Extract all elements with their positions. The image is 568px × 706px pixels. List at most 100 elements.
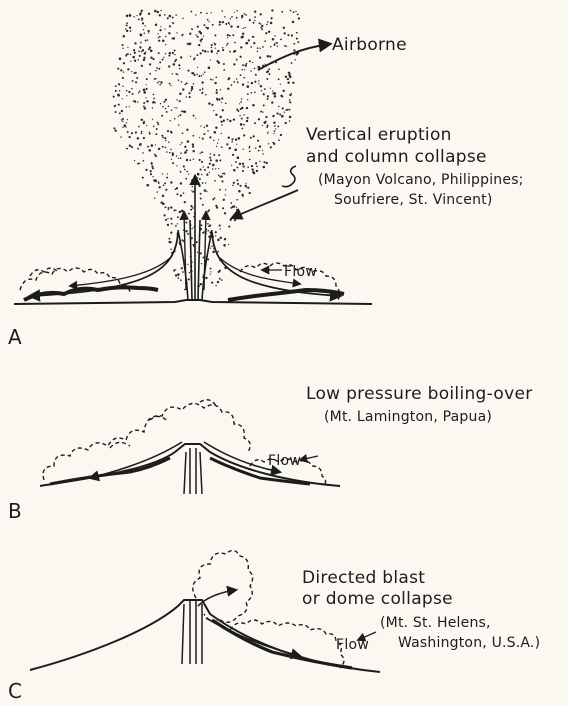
ash-dot [293, 49, 295, 51]
ash-dot [218, 154, 220, 156]
ash-dot [215, 47, 216, 48]
ash-dot [122, 77, 124, 79]
ash-dot [179, 114, 181, 116]
ash-dot [146, 78, 148, 80]
ash-dot [127, 53, 129, 55]
ash-dot [218, 61, 220, 63]
ash-dot [217, 251, 219, 253]
ash-dot [141, 65, 143, 67]
ash-dot [237, 26, 239, 28]
ash-dot [240, 108, 242, 110]
ash-dot [127, 131, 129, 133]
ash-dot [134, 52, 136, 54]
ash-dot [276, 42, 278, 44]
ash-dot [195, 118, 196, 119]
ash-dot [195, 34, 196, 35]
ash-dot [189, 159, 191, 161]
ash-dot [180, 194, 182, 196]
ash-dot [201, 41, 202, 42]
ash-dot [251, 168, 253, 170]
ash-dot [260, 23, 261, 24]
ash-dot [214, 180, 216, 182]
ash-dot [125, 28, 126, 29]
ash-dot [277, 125, 279, 127]
ash-dot [175, 225, 177, 227]
ash-dot [132, 56, 135, 59]
ash-dot [231, 84, 233, 86]
ash-dot [229, 35, 231, 37]
ash-dot [190, 90, 192, 92]
ash-dot [136, 77, 138, 79]
ash-dot [196, 54, 198, 56]
ash-dot [267, 95, 269, 97]
ash-dot [216, 99, 218, 101]
ash-dot [181, 110, 183, 112]
ash-dot [145, 97, 146, 98]
ash-dot [173, 269, 175, 271]
ash-dot [239, 163, 241, 165]
ash-dot [223, 120, 225, 122]
ash-dot [254, 91, 256, 93]
ash-dot [220, 89, 221, 90]
ash-dot [200, 12, 202, 14]
ash-dot [254, 122, 256, 124]
ash-dot [219, 225, 221, 227]
ash-dot [166, 177, 168, 179]
ash-dot [210, 78, 212, 80]
ash-dot [141, 119, 143, 121]
ash-dot [261, 90, 262, 91]
ash-dot [172, 16, 174, 18]
ash-dot [143, 59, 145, 61]
ash-dot [208, 225, 210, 227]
ash-dot [176, 155, 178, 157]
ash-dot [262, 111, 263, 112]
ash-dot [236, 144, 237, 145]
ash-dot [200, 197, 202, 199]
ash-dot [129, 144, 131, 146]
ash-dot [188, 278, 190, 280]
ash-dot [225, 189, 226, 190]
ash-dot [160, 103, 161, 104]
ash-dot [197, 36, 198, 37]
ash-dot [241, 98, 242, 99]
ash-dot [289, 116, 292, 119]
ash-dot [285, 122, 287, 124]
ash-dot [192, 72, 194, 74]
ash-dot [176, 193, 178, 195]
ash-dot [141, 10, 143, 12]
ash-dot [262, 46, 264, 48]
ash-dot [207, 51, 209, 53]
ash-dot [213, 110, 214, 111]
ash-dot [249, 60, 251, 62]
ash-dot [154, 10, 157, 13]
ash-dot [178, 116, 179, 117]
panel-b [40, 400, 340, 494]
ash-dot [180, 152, 182, 154]
ash-dot [243, 149, 244, 150]
ash-dot [238, 211, 240, 213]
ash-dot [160, 10, 161, 11]
ash-dot [250, 70, 251, 71]
ash-dot [212, 164, 215, 167]
ash-dot [166, 151, 168, 153]
ash-dot [203, 166, 204, 167]
ash-dot [236, 199, 238, 201]
ash-dot [126, 148, 128, 150]
ash-dot [203, 232, 205, 234]
ash-dot [198, 185, 200, 187]
ash-dot [266, 127, 268, 129]
ash-dot [265, 32, 267, 34]
ash-dot [202, 257, 204, 259]
ash-dot [201, 174, 202, 175]
ash-dot [170, 231, 172, 233]
ash-dot [266, 71, 268, 73]
ash-dot [154, 102, 156, 104]
ash-dot [168, 141, 170, 143]
ash-dot [273, 122, 275, 124]
ash-dot [153, 126, 155, 128]
ash-dot [131, 88, 132, 89]
ash-dot [169, 83, 171, 85]
ash-dot [216, 89, 218, 91]
ash-dot [289, 73, 291, 75]
ash-dot [129, 27, 131, 29]
